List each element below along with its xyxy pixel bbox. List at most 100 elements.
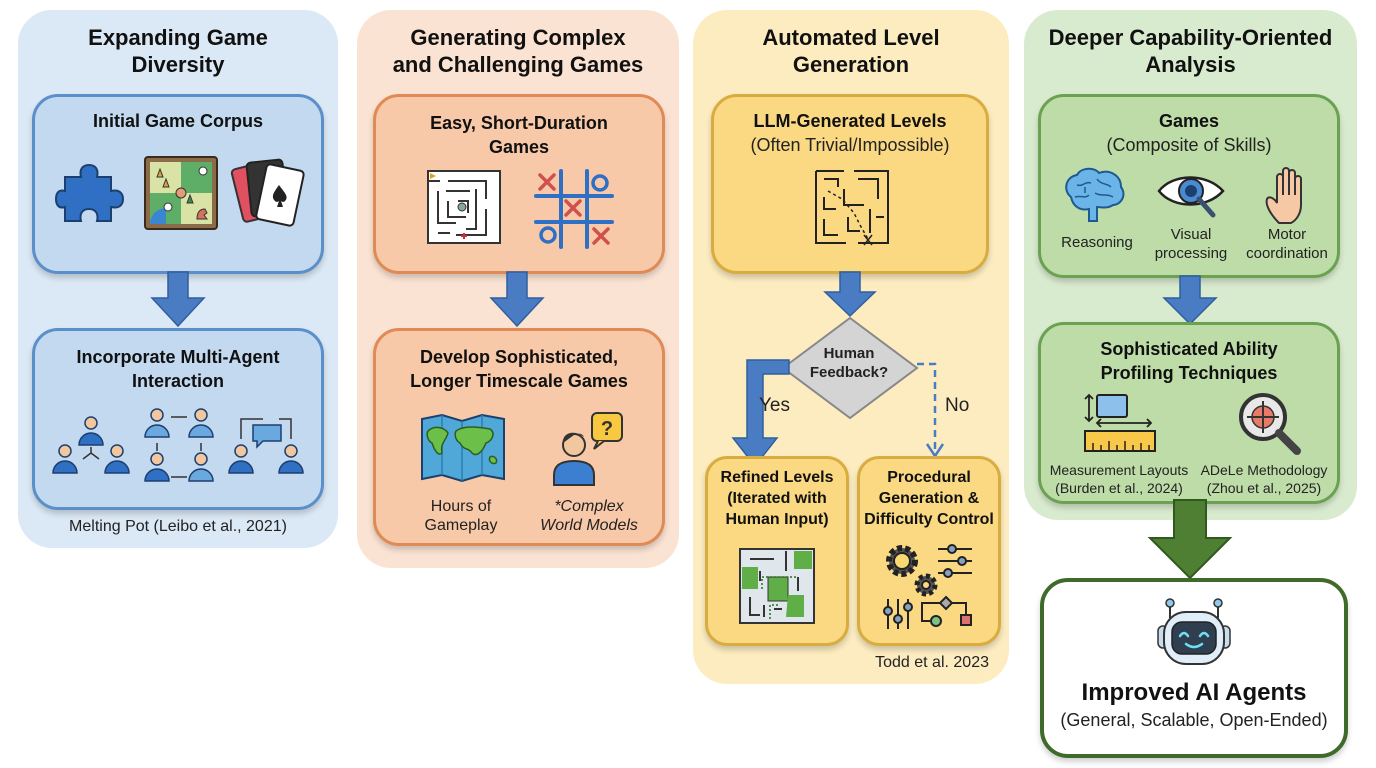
box-title: Initial Game Corpus <box>92 111 264 131</box>
label-hours-of-gameplay: Hours of Gameplay <box>396 497 526 535</box>
outcome-title: Improved AI Agents <box>1081 679 1307 706</box>
box-title-line: Profiling Techniques <box>1100 363 1278 383</box>
down-arrow-icon <box>489 271 545 328</box>
down-arrow-icon <box>823 271 877 318</box>
box-title-line: Interaction <box>131 371 224 391</box>
box-llm-generated-levels: LLM-Generated Levels (Often Trivial/Impo… <box>711 94 989 274</box>
box-ability-profiling: Sophisticated Ability Profiling Techniqu… <box>1038 322 1340 504</box>
refined-maze-icon <box>739 548 815 624</box>
gears-sliders-icon <box>883 544 972 629</box>
box-title: Easy, Short-Duration Games <box>376 111 662 159</box>
outcome-arrow-icon <box>1147 499 1233 580</box>
person-question-icon: ? <box>553 412 623 486</box>
box-title: Develop Sophisticated, Longer Timescale … <box>376 345 662 393</box>
outcome-subtitle: (General, Scalable, Open-Ended) <box>1060 710 1328 730</box>
decision-label: Human Feedback? <box>801 344 897 382</box>
panel-title: Automated Level Generation <box>693 24 1009 78</box>
label-line: coordination <box>1246 245 1328 262</box>
down-arrow-icon <box>150 271 206 328</box>
label-line: Visual <box>1170 226 1212 243</box>
decision-label-line: Human <box>823 345 875 362</box>
box-title-line: Games <box>488 137 550 157</box>
label-line: processing <box>1154 245 1228 262</box>
box-easy-short-games: Easy, Short-Duration Games <box>373 94 665 274</box>
box-title-line: (Iterated with <box>727 490 827 507</box>
label-line: *Complex <box>554 498 624 515</box>
decision-diamond <box>781 316 919 420</box>
yes-arrow-icon <box>731 359 790 468</box>
box-title: LLM-Generated Levels <box>753 111 947 131</box>
down-arrow-icon <box>1162 275 1218 326</box>
world-map-icon <box>421 413 505 483</box>
no-label: No <box>945 395 970 416</box>
box-title-line: Longer Timescale Games <box>410 371 628 391</box>
box-multi-agent-interaction: Incorporate Multi-Agent Interaction <box>32 328 324 510</box>
box-title-line: Procedural <box>887 469 971 486</box>
box-title-line: Generation & <box>878 490 980 507</box>
panel-expanding-game-diversity: Expanding Game Diversity Initial Game Co… <box>18 10 338 548</box>
box-subtitle: (Composite of Skills) <box>1106 135 1272 155</box>
panel-title: Expanding Game Diversity <box>18 24 338 78</box>
box-title-line: Incorporate Multi-Agent <box>76 347 280 367</box>
label-line: Reasoning <box>1061 234 1133 251</box>
label-reasoning: Reasoning <box>1047 233 1147 252</box>
box-initial-game-corpus: Initial Game Corpus <box>32 94 324 274</box>
box-title: Refined Levels (Iterated with Human Inpu… <box>708 467 846 530</box>
hand-icon <box>1265 167 1302 224</box>
panel-title: Deeper Capability-Oriented Analysis <box>1024 24 1357 78</box>
panel-title-line: Deeper Capability-Oriented <box>1048 25 1333 50</box>
box-title-line: Refined Levels <box>720 469 834 486</box>
panel-automated-level-generation: Automated Level Generation LLM-Generated… <box>693 10 1009 684</box>
label-line: (Burden et al., 2024) <box>1055 480 1183 496</box>
panel-title-line: Diversity <box>131 52 225 77</box>
tic-tac-toe-icon <box>534 169 614 249</box>
robot-icon <box>1157 598 1231 665</box>
panel-title-line: Analysis <box>1145 52 1236 77</box>
maze-icon <box>427 170 501 244</box>
box-procedural-generation: Procedural Generation & Difficulty Contr… <box>857 456 1001 646</box>
box-title-line: Develop Sophisticated, <box>419 347 619 367</box>
panel-title: Generating Complex and Challenging Games <box>357 24 679 78</box>
label-line: World Models <box>540 517 638 534</box>
citation: Melting Pot (Leibo et al., 2021) <box>69 518 287 535</box>
playing-cards-icon <box>230 158 305 227</box>
svg-text:?: ? <box>601 418 613 440</box>
board-game-icon <box>144 156 218 230</box>
label-adele-methodology: ADeLe Methodology (Zhou et al., 2025) <box>1193 461 1335 497</box>
target-magnifier-icon <box>1239 393 1301 455</box>
agent-communication-icon <box>228 418 304 474</box>
broken-maze-icon <box>815 170 889 246</box>
brain-icon <box>1065 167 1125 222</box>
box-title: Games <box>1158 111 1220 131</box>
no-arrow-icon <box>917 362 945 459</box>
decision-label-line: Feedback? <box>809 364 889 381</box>
panel-title-line: Expanding Game <box>88 25 268 50</box>
label-line: ADeLe Methodology <box>1200 462 1328 478</box>
box-title-line: Human Input) <box>725 511 829 528</box>
box-refined-levels: Refined Levels (Iterated with Human Inpu… <box>705 456 849 646</box>
box-title-line: Difficulty Control <box>864 511 994 528</box>
box-subtitle: (Often Trivial/Impossible) <box>750 135 950 155</box>
box-improved-ai-agents: Improved AI Agents (General, Scalable, O… <box>1040 578 1348 758</box>
box-longer-timescale-games: Develop Sophisticated, Longer Timescale … <box>373 328 665 546</box>
box-title-line: Easy, Short-Duration <box>430 113 608 133</box>
yes-label: Yes <box>759 395 790 416</box>
label-line: (Zhou et al., 2025) <box>1206 480 1322 496</box>
box-title: Incorporate Multi-Agent Interaction <box>35 345 321 393</box>
box-title: Sophisticated Ability Profiling Techniqu… <box>1041 337 1337 385</box>
panel-title-line: Automated Level <box>762 25 940 50</box>
label-line: Motor <box>1267 226 1307 243</box>
label-line: Gameplay <box>424 517 498 534</box>
citation: Todd et al. 2023 <box>875 654 989 671</box>
label-line: Hours of <box>430 498 492 515</box>
label-measurement-layouts: Measurement Layouts (Burden et al., 2024… <box>1043 461 1195 497</box>
eye-magnifier-icon <box>1157 176 1225 218</box>
box-title: Procedural Generation & Difficulty Contr… <box>860 467 998 530</box>
box-title-line: Sophisticated Ability <box>1100 339 1278 359</box>
panel-capability-analysis: Deeper Capability-Oriented Analysis Game… <box>1024 10 1357 520</box>
panel-complex-games: Generating Complex and Challenging Games… <box>357 10 679 568</box>
panel-title-line: Generation <box>792 52 910 77</box>
label-motor-coordination: Motor coordination <box>1237 225 1337 263</box>
agent-ring-icon <box>144 408 214 482</box>
agent-hierarchy-icon <box>52 416 130 474</box>
